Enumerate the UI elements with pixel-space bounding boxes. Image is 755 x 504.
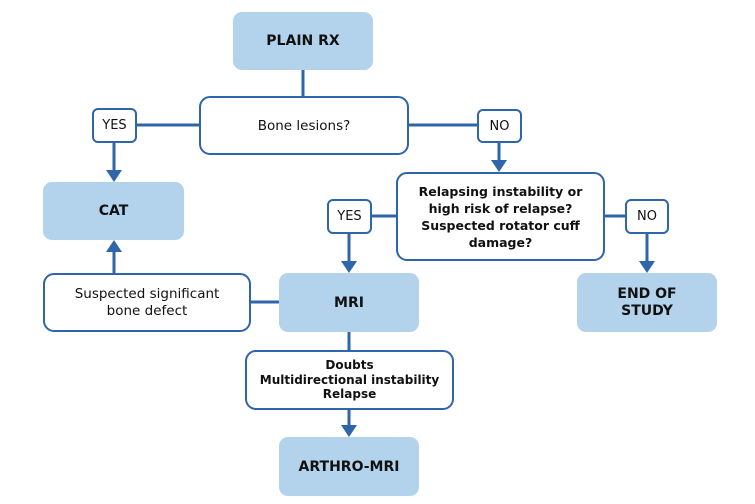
arrowhead-yes-cat [106,170,122,182]
node-mri-label: MRI [334,294,364,311]
node-end-of-study-label: END OF STUDY [617,285,677,319]
node-arthro-mri-label: ARTHRO-MRI [298,458,400,475]
arrowhead-no-relapsing [491,160,507,172]
label-no-bone-lesions: NO [477,109,522,143]
node-end-of-study: END OF STUDY [577,273,717,332]
label-no-relapsing: NO [625,199,669,234]
decision-bone-lesions-label: Bone lesions? [257,117,351,134]
label-yes-bone-lesions: YES [92,108,137,143]
decision-doubts-label: Doubts Multidirectional instability Rela… [259,358,440,402]
arrowhead-doubts-arthro [341,425,357,437]
node-cat-label: CAT [98,203,129,219]
node-plain-rx: PLAIN RX [233,12,373,70]
node-mri: MRI [279,273,419,332]
label-no-text: NO [489,118,510,134]
arrowhead-no-end [639,261,655,273]
arrowhead-suspected-cat [106,240,122,252]
label-yes-relapsing: YES [327,199,372,234]
label-no-text: NO [637,209,657,224]
decision-relapsing: Relapsing instability or high risk of re… [396,172,605,261]
decision-suspected-bone-defect: Suspected significant bone defect [43,273,251,332]
node-plain-rx-label: PLAIN RX [266,33,340,49]
node-arthro-mri: ARTHRO-MRI [279,437,419,496]
decision-bone-lesions: Bone lesions? [199,96,409,155]
label-yes-text: YES [102,118,127,133]
label-yes-text: YES [337,209,362,224]
node-cat: CAT [43,182,184,240]
decision-relapsing-label: Relapsing instability or high risk of re… [418,183,583,250]
arrowhead-yes-mri [341,261,357,273]
decision-suspected-bone-defect-label: Suspected significant bone defect [74,285,220,319]
decision-doubts: Doubts Multidirectional instability Rela… [245,350,454,410]
